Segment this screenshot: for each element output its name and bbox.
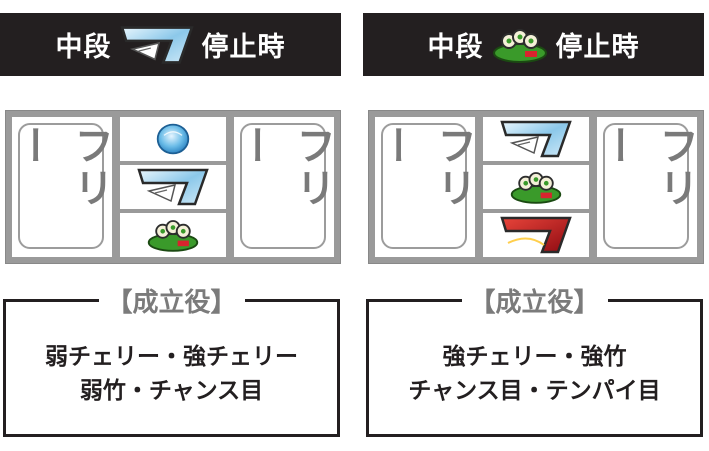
center-reel-middle: [120, 165, 226, 209]
left-reel-label: フリー: [372, 125, 476, 209]
seven-icon: [118, 24, 196, 66]
center-reel-top: [120, 117, 226, 161]
cherry-icon: [145, 216, 201, 254]
result-line: チャンス目・テンパイ目: [408, 378, 661, 404]
seven-icon: [497, 119, 575, 159]
seven-icon: [134, 167, 212, 207]
header-prefix: 中段: [55, 32, 112, 63]
center-reel: [120, 117, 226, 257]
header-prefix: 中段: [427, 32, 484, 63]
result-title: 【成立役】: [461, 282, 608, 319]
cherry-icon: [490, 24, 550, 66]
left-reel: フリー: [372, 117, 476, 257]
result-line: 弱チェリー・強チェリー: [45, 344, 298, 370]
header-suffix: 停止時: [201, 32, 286, 63]
result-line: 弱竹・チャンス目: [79, 378, 264, 404]
result-line: 強チェリー・強竹: [442, 344, 627, 370]
panel-left: 中段 停止時 フリー フリー 【成立役】 弱チェリー・強チェリー 弱竹・チャンス…: [0, 0, 346, 451]
center-reel-bottom: [120, 213, 226, 257]
red-seven-icon: [497, 215, 575, 255]
center-reel-top: [483, 117, 589, 161]
center-reel-bottom: [483, 213, 589, 257]
right-reel-label: フリー: [231, 125, 335, 209]
panel-header: 中段 停止時: [0, 13, 341, 76]
right-reel: フリー: [231, 117, 335, 257]
panel-right: 中段 停止時 フリー フリー 【成立役】 強チェリー・強竹 チャンス目・テンパイ…: [363, 0, 709, 451]
blue-orb-icon: [155, 121, 191, 157]
result-title: 【成立役】: [98, 282, 245, 319]
center-reel-middle: [483, 165, 589, 209]
result-box: 【成立役】 強チェリー・強竹 チャンス目・テンパイ目: [366, 282, 703, 437]
left-reel-label: フリー: [9, 125, 113, 209]
reel-window: フリー フリー: [5, 110, 341, 264]
center-reel: [483, 117, 589, 257]
reel-window: フリー フリー: [368, 110, 704, 264]
right-reel: フリー: [594, 117, 698, 257]
right-reel-label: フリー: [594, 125, 698, 209]
header-suffix: 停止時: [555, 32, 640, 63]
result-box: 【成立役】 弱チェリー・強チェリー 弱竹・チャンス目: [3, 282, 340, 437]
cherry-icon: [508, 168, 564, 206]
left-reel: フリー: [9, 117, 113, 257]
panel-header: 中段 停止時: [363, 13, 704, 76]
